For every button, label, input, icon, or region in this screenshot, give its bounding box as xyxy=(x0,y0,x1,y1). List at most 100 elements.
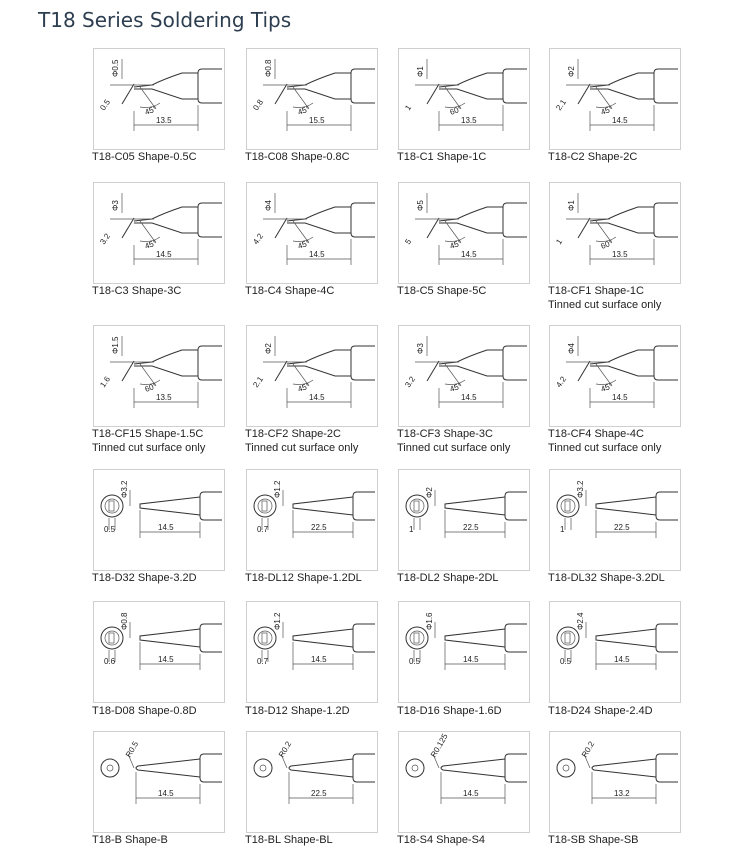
length-label: 13.5 xyxy=(612,250,628,259)
end-view-outer xyxy=(100,494,124,518)
tip-bevel xyxy=(426,217,440,239)
tip-bevel xyxy=(426,83,440,105)
face-label: 0.5 xyxy=(560,657,572,666)
end-view-inner xyxy=(104,498,120,514)
tip-bevel xyxy=(274,360,288,382)
tip-caption: T18-C5 Shape-5C xyxy=(397,284,486,298)
face-label: 0.6 xyxy=(104,657,116,666)
tip-body-lower xyxy=(287,88,351,100)
tip-shank xyxy=(502,68,527,104)
tip-body-lower xyxy=(590,222,654,234)
angle-leg xyxy=(444,363,462,387)
tip-model-label: T18-BL Shape-BL xyxy=(245,834,333,846)
tip-shank xyxy=(502,202,527,238)
tip-body xyxy=(292,496,354,516)
length-label: 14.5 xyxy=(614,655,630,664)
tip-caption: T18-C08 Shape-0.8C xyxy=(245,150,350,164)
angle-label: 60° xyxy=(600,238,614,251)
tip-body xyxy=(288,758,354,778)
tip-caption: T18-B Shape-B xyxy=(92,833,168,847)
tip-model-label: T18-C2 Shape-2C xyxy=(548,151,638,163)
angle-arc xyxy=(595,102,617,108)
end-view-outer xyxy=(556,626,580,650)
tip-bevel xyxy=(121,360,135,382)
tip-model-label: T18-CF1 Shape-1C xyxy=(548,285,644,297)
radius-leader xyxy=(432,753,440,769)
tip-caption: T18-C05 Shape-0.5C xyxy=(92,150,197,164)
tip-model-label: T18-D08 Shape-0.8D xyxy=(92,705,197,717)
angle-leg xyxy=(292,220,310,244)
tip-caption: T18-D16 Shape-1.6D xyxy=(397,704,502,718)
tip-caption: T18-CF3 Shape-3C Tinned cut surface only xyxy=(397,427,510,455)
length-label: 14.5 xyxy=(612,393,628,402)
end-view-flat xyxy=(108,632,115,644)
tip-note: Tinned cut surface only xyxy=(92,442,206,454)
tip-body-lower xyxy=(439,365,503,377)
end-view-flat xyxy=(564,500,571,512)
tip-caption: T18-C4 Shape-4C xyxy=(245,284,334,298)
tip-model-label: T18-B Shape-B xyxy=(92,834,168,846)
length-label: 13.2 xyxy=(614,789,630,798)
diameter-label: Φ1.5 xyxy=(111,336,120,354)
end-view-flat xyxy=(261,632,268,644)
tip-model-label: T18-CF3 Shape-3C xyxy=(397,428,493,440)
tip-shank xyxy=(653,345,678,381)
tip-shank xyxy=(653,202,678,238)
tip-bevel xyxy=(274,83,288,105)
length-label: 13.5 xyxy=(156,116,172,125)
tip-bevel xyxy=(121,83,135,105)
tip-diagram: R0.514.5 xyxy=(100,739,222,804)
tip-body xyxy=(444,496,506,516)
diameter-label: Φ3.2 xyxy=(576,480,585,498)
angle-arc xyxy=(444,379,466,385)
face-label: 0.5 xyxy=(98,97,112,112)
tip-model-label: T18-C4 Shape-4C xyxy=(245,285,335,297)
length-label: 14.5 xyxy=(463,789,479,798)
diameter-label: Φ3.2 xyxy=(120,480,129,498)
angle-leg xyxy=(595,363,613,387)
diameter-label: Φ2 xyxy=(567,66,576,77)
angle-arc xyxy=(139,379,161,385)
tip-note: Tinned cut surface only xyxy=(548,442,662,454)
tip-shank xyxy=(504,623,527,653)
diameter-label: Φ1 xyxy=(567,200,576,211)
angle-arc xyxy=(139,236,161,242)
tip-bevel xyxy=(577,360,591,382)
tip-caption: T18-BL Shape-BL xyxy=(245,833,333,847)
end-view-outer xyxy=(253,494,277,518)
angle-leg xyxy=(292,363,310,387)
angle-arc xyxy=(292,102,314,108)
tip-shank xyxy=(504,753,527,783)
end-view-inner xyxy=(409,630,425,646)
end-view-flat xyxy=(261,500,268,512)
end-view-inner xyxy=(409,498,425,514)
radius-leader xyxy=(583,753,591,769)
radius-leader xyxy=(280,753,288,769)
tip-note: Tinned cut surface only xyxy=(397,442,511,454)
tip-model-label: T18-C05 Shape-0.5C xyxy=(92,151,197,163)
angle-arc xyxy=(595,379,617,385)
angle-arc xyxy=(444,236,466,242)
end-view-inner xyxy=(562,764,570,772)
tip-note: Tinned cut surface only xyxy=(548,299,662,311)
diameter-label: Φ4 xyxy=(264,200,273,211)
tip-shank xyxy=(199,753,222,783)
end-view-inner xyxy=(411,764,419,772)
tip-body-lower xyxy=(134,222,198,234)
angle-label: 45° xyxy=(449,238,463,251)
length-label: 14.5 xyxy=(158,655,174,664)
angle-leg xyxy=(595,86,613,110)
